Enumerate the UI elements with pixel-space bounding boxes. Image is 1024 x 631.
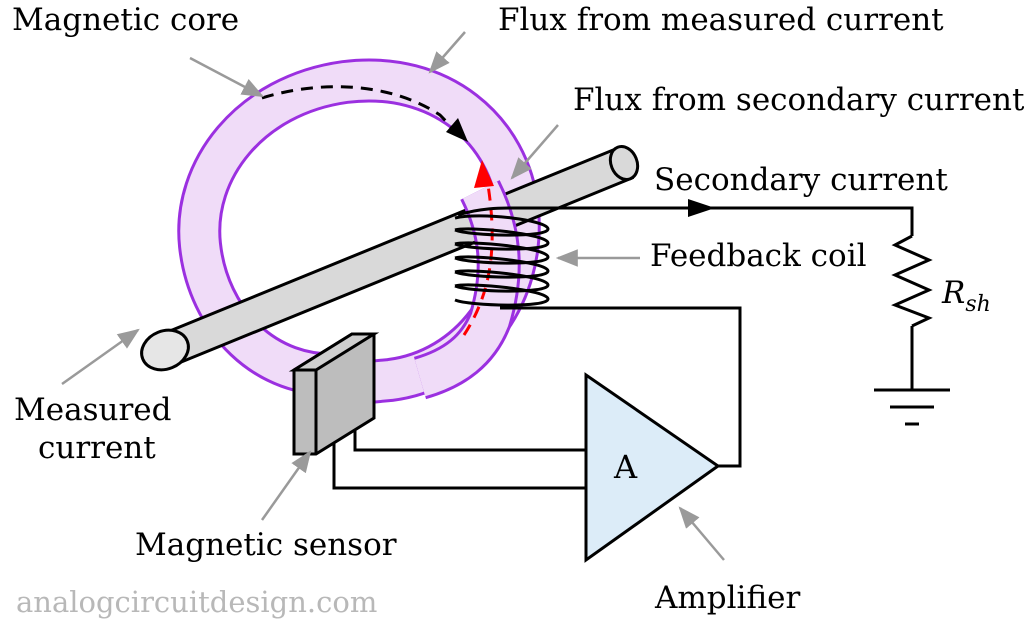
flux-secondary-arrow (462, 184, 494, 336)
core-front-section (413, 180, 521, 400)
label-secondary-current: Secondary current (654, 162, 948, 198)
label-flux-secondary: Flux from secondary current (573, 82, 1024, 118)
amplifier-symbol: A (613, 448, 638, 486)
callout-arrows (61, 31, 725, 561)
label-measured-current-line1: Measured (14, 392, 171, 428)
label-magnetic-sensor: Magnetic sensor (135, 527, 397, 563)
flux-measured-arrow (261, 85, 464, 140)
label-feedback-coil: Feedback coil (650, 238, 867, 274)
label-flux-measured: Flux from measured current (498, 2, 944, 38)
resistor-rsh (891, 234, 933, 328)
amplifier: A (584, 372, 721, 563)
watermark: analogcircuitdesign.com (16, 585, 377, 619)
circuit-wiring (332, 206, 914, 490)
feedback-coil (454, 214, 550, 307)
secondary-current-arrowhead (688, 199, 715, 217)
flux-secondary-arrowhead (474, 160, 494, 188)
label-amplifier: Amplifier (654, 580, 800, 616)
flux-measured-arrowhead (446, 118, 468, 142)
magnetic-sensor (288, 332, 380, 456)
label-measured-current-line2: current (38, 430, 156, 466)
label-resistor: Rsh (941, 275, 991, 317)
ground-symbol (874, 388, 950, 426)
label-magnetic-core: Magnetic core (12, 2, 239, 38)
